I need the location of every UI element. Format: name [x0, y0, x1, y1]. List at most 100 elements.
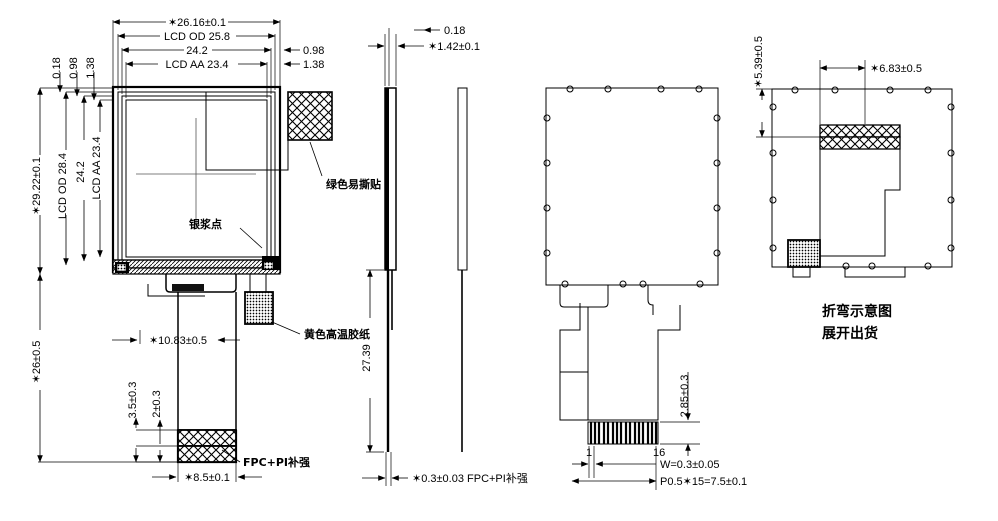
bend-caption-line1: 折弯示意图 — [822, 303, 892, 320]
front-bottom-dimensions: ✶10.83±0.5 3.5±0.3 2±0.3 ✶8.5±0.1 — [112, 292, 262, 484]
bend-bottom-tab-right — [844, 267, 906, 278]
bend-notch-top-4 — [924, 86, 932, 94]
back-fpc-left-lower — [559, 372, 588, 421]
lcd-active-area — [125, 99, 268, 258]
bend-notch-left-3 — [769, 196, 777, 204]
fpc-bond-band — [112, 267, 281, 275]
back-fpc-outline — [587, 305, 681, 421]
dim-left-margin-098: 0.98 — [68, 57, 80, 78]
dim-fpc-tail-width: ✶8.5±0.1 — [184, 472, 230, 484]
callout-silver-paste-point: 银浆点 — [189, 217, 222, 231]
notch-bottom-4 — [696, 280, 704, 288]
back-tab-left — [559, 285, 609, 308]
dim-lcd-aa-width: LCD AA 23.4 — [166, 59, 229, 71]
back-view: 2.85±0.3 1 16 W=0.3±0.05 P0.5✶15=7.5±0.1 — [543, 85, 747, 490]
bend-notch-top-3 — [886, 86, 894, 94]
pin-array-frame — [587, 421, 659, 445]
dim-module-thickness: ✶1.42±0.1 — [428, 41, 480, 53]
back-module-outline — [545, 87, 719, 286]
leader-yellow-tape — [271, 321, 301, 335]
bend-edge-notches — [769, 86, 955, 270]
bend-diagram-view: ✶5.39±0.5 ✶6.83±0.5 折弯示意图 展开出货 — [753, 36, 955, 342]
corner-pad-inner — [116, 263, 127, 272]
side-glass-layer — [385, 88, 389, 270]
side-section-view: 0.18 ✶1.42±0.1 27.39 ✶0.3±0.03 FPC+PI补强 — [361, 25, 528, 486]
dim-left-margin-018: 0.18 — [51, 57, 63, 78]
leader-fpc-pi — [221, 449, 241, 463]
bend-fpc-body — [819, 125, 901, 257]
cog-band — [112, 259, 281, 269]
front-callouts: 绿色易撕贴 银浆点 黄色高温胶纸 FPC+PI补强 — [189, 141, 381, 469]
bend-notch-right-1 — [947, 103, 955, 111]
leader-green-sticker — [309, 141, 323, 177]
bend-notch-top-1 — [791, 86, 799, 94]
callout-green-tear-sticker: 绿色易撕贴 — [326, 177, 381, 191]
dim-fpc-total-length: ✶26±0.5 — [31, 341, 43, 384]
bend-module-outline — [771, 88, 953, 268]
dim-overall-width: ✶26.16±0.1 — [168, 17, 226, 29]
bend-notch-left-2 — [769, 149, 777, 157]
silver-paste-inner — [263, 261, 274, 270]
dim-pin-pitch: P0.5✶15=7.5±0.1 — [660, 476, 747, 488]
notch-left-3 — [543, 204, 551, 212]
bend-pi-reinforce-lower — [819, 136, 901, 150]
dim-fpc-offset: ✶10.83±0.5 — [149, 335, 207, 347]
fpc-pi-reinforce-upper — [177, 429, 237, 447]
fpc-pi-reinforce-lower — [177, 445, 237, 463]
dim-width-242: 24.2 — [186, 45, 207, 57]
dim-lcd-od-height: LCD OD 28.4 — [57, 153, 69, 219]
marking-box-outline — [147, 284, 205, 297]
dim-bend-height: ✶5.39±0.5 — [753, 36, 765, 88]
notch-right-3 — [713, 204, 721, 212]
bend-notch-left-1 — [769, 103, 777, 111]
dim-lcd-aa-height: LCD AA 23.4 — [91, 137, 103, 200]
dim-pad-area-height: 2.85±0.3 — [679, 375, 691, 418]
bend-notch-bot-3 — [924, 262, 932, 270]
notch-bottom-2 — [619, 280, 627, 288]
bend-caption-line2: 展开出货 — [822, 325, 878, 342]
sticker-reference-outline — [205, 92, 289, 171]
dim-pin-width: W=0.3±0.05 — [660, 459, 720, 471]
bend-tape-block — [787, 239, 821, 268]
notch-right-4 — [713, 249, 721, 257]
notch-left-1 — [543, 114, 551, 122]
dim-lcd-od-width: LCD OD 25.8 — [164, 31, 230, 43]
callout-yellow-high-temp-tape: 黄色高温胶纸 — [304, 327, 370, 341]
notch-top-4 — [695, 85, 703, 93]
notch-left-2 — [543, 159, 551, 167]
notch-left-4 — [543, 249, 551, 257]
dim-pad-height-35: 3.5±0.3 — [127, 382, 139, 419]
dim-overall-height: ✶29.22±0.1 — [31, 157, 43, 215]
dim-height-242: 24.2 — [75, 161, 87, 182]
green-tear-sticker-patch — [287, 91, 333, 141]
leader-silver-paste — [239, 227, 263, 249]
bend-bottom-tab-left — [792, 267, 811, 278]
back-fpc-left-edge — [559, 303, 588, 373]
callout-fpc-pi-reinforcement: FPC+PI补强 — [243, 455, 310, 469]
dim-glass-thickness: 0.18 — [444, 25, 465, 37]
back-pin-array — [587, 421, 659, 445]
notch-top-2 — [604, 85, 612, 93]
dim-pin-last: 16 — [653, 447, 665, 459]
notch-bottom-3 — [639, 280, 647, 288]
bend-notch-bot-1 — [842, 262, 850, 270]
yellow-high-temp-tape-block — [244, 291, 274, 325]
dim-fpc-thickness: ✶0.3±0.03 FPC+PI补强 — [412, 472, 528, 485]
bend-notch-right-3 — [947, 196, 955, 204]
bend-notch-right-2 — [947, 149, 955, 157]
fpc-tail-shoulder — [165, 274, 237, 293]
notch-top-3 — [657, 85, 665, 93]
bend-notch-right-4 — [947, 244, 955, 252]
dim-pad-height-2: 2±0.3 — [151, 390, 163, 417]
bend-notch-top-2 — [831, 86, 839, 94]
front-left-dimensions: ✶29.22±0.1 LCD OD 28.4 24.2 LCD AA 23.4 … — [31, 87, 180, 463]
front-view: ✶26.16±0.1 LCD OD 25.8 24.2 LCD AA 23.4 … — [31, 17, 381, 484]
back-edge-notches — [543, 85, 721, 288]
notch-bottom-1 — [561, 280, 569, 288]
dim-bend-width: ✶6.83±0.5 — [870, 63, 922, 75]
dim-left-margin-138: 1.38 — [85, 57, 97, 78]
pin-strokes — [589, 422, 658, 444]
dim-fpc-length-2739: 27.39 — [361, 344, 373, 372]
